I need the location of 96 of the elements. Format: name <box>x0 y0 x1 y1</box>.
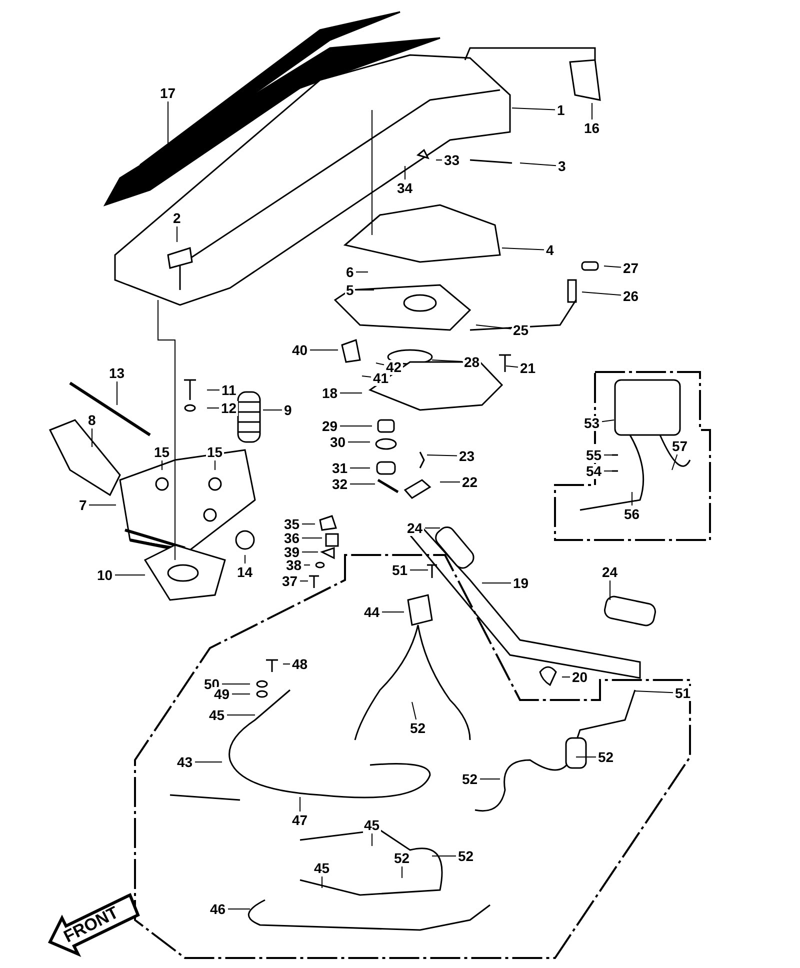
callout-number: 19 <box>512 576 530 590</box>
callout-number: 36 <box>283 530 301 546</box>
leader-line <box>304 564 310 566</box>
leader-line <box>412 702 417 720</box>
callout-number: 11 <box>220 382 238 398</box>
callout-number: 18 <box>321 386 339 400</box>
callout-number: 13 <box>108 366 126 380</box>
callout-number: 14 <box>236 564 254 580</box>
callout-number: 45 <box>313 860 331 876</box>
leader-line <box>226 714 256 716</box>
callout-number: 16 <box>583 120 601 136</box>
callout-number: 56 <box>623 506 641 522</box>
callout-number: 33 <box>443 152 461 168</box>
callout-number: 48 <box>291 656 309 672</box>
leader-line <box>512 108 556 110</box>
callout-number: 22 <box>461 474 479 490</box>
leader-line <box>362 376 372 378</box>
callout-number: 21 <box>519 360 537 376</box>
leader-line <box>482 582 512 584</box>
callout-number: 52 <box>597 750 615 764</box>
callout-number: 52 <box>457 848 475 864</box>
callout-number: 32 <box>331 476 349 492</box>
leader-line <box>576 756 596 758</box>
callout-number: 54 <box>585 464 603 478</box>
callout-number: 3 <box>557 158 567 174</box>
callout-number: 52 <box>409 720 427 736</box>
callout-number: 7 <box>78 498 88 512</box>
callout-number: 45 <box>363 818 381 832</box>
leader-line <box>176 226 178 242</box>
callout-number: 51 <box>391 562 409 578</box>
callout-number: 23 <box>458 448 476 464</box>
callout-number: 6 <box>345 264 355 280</box>
leader-line <box>634 690 674 694</box>
leader-line <box>244 554 246 564</box>
callout-number: 47 <box>291 812 309 828</box>
callout-number: 44 <box>363 604 381 620</box>
callout-number: 2 <box>172 210 182 226</box>
leader-line <box>404 166 406 180</box>
callout-number: 31 <box>331 460 349 476</box>
callout-number: 24 <box>406 520 424 536</box>
leader-line <box>114 574 146 576</box>
callout-number: 34 <box>396 180 414 196</box>
callout-number: 57 <box>671 438 689 454</box>
leader-line <box>88 504 116 506</box>
leader-line <box>604 454 612 456</box>
callout-number: 38 <box>285 558 303 572</box>
callout-number: 26 <box>622 288 640 304</box>
leader-line <box>376 362 384 366</box>
callout-number: 45 <box>208 708 226 722</box>
leader-line <box>426 454 458 456</box>
leader-line <box>116 381 118 406</box>
callout-number: 17 <box>159 86 177 100</box>
leader-line <box>672 454 678 470</box>
leader-line <box>562 676 570 678</box>
leader-line <box>604 266 622 268</box>
leader-line <box>300 580 308 582</box>
leader-line <box>228 908 250 910</box>
callout-number: 52 <box>461 772 479 786</box>
callout-number: 55 <box>585 448 603 462</box>
callout-number: 41 <box>372 370 390 386</box>
callout-number: 25 <box>512 322 530 338</box>
callout-number: 46 <box>209 902 227 916</box>
callout-number: 24 <box>601 564 619 580</box>
callout-number: 4 <box>545 242 555 258</box>
callout-number: 20 <box>571 670 589 684</box>
callout-number: 30 <box>329 434 347 450</box>
callout-number: 9 <box>283 402 293 418</box>
callout-number: 12 <box>220 400 238 416</box>
callout-number: 51 <box>674 686 692 700</box>
leader-line <box>476 324 512 330</box>
callout-number: 1 <box>556 102 566 118</box>
leader-line <box>480 778 500 780</box>
leader-line <box>582 292 622 296</box>
leader-line <box>520 162 556 166</box>
callout-number: 8 <box>87 412 97 428</box>
leader-line <box>506 366 518 368</box>
callout-number: 43 <box>176 754 194 770</box>
callout-number: 35 <box>283 516 301 532</box>
callout-number: 49 <box>213 686 231 702</box>
callout-number: 15 <box>153 444 171 460</box>
callout-number: 10 <box>96 568 114 582</box>
leader-line <box>502 248 544 250</box>
callout-number: 52 <box>393 850 411 866</box>
leader-line <box>340 392 362 394</box>
leader-line <box>432 360 462 362</box>
callout-number: 29 <box>321 418 339 434</box>
callout-number: 40 <box>291 342 309 358</box>
leader-line <box>604 470 612 472</box>
leader-line <box>602 420 614 422</box>
leader-line <box>214 460 216 470</box>
callout-number: 27 <box>622 260 640 276</box>
callout-number: 28 <box>463 354 481 370</box>
callout-number: 5 <box>345 282 355 298</box>
callout-number: 15 <box>206 444 224 460</box>
callout-number: 53 <box>583 416 601 430</box>
callout-number: 37 <box>281 574 299 588</box>
